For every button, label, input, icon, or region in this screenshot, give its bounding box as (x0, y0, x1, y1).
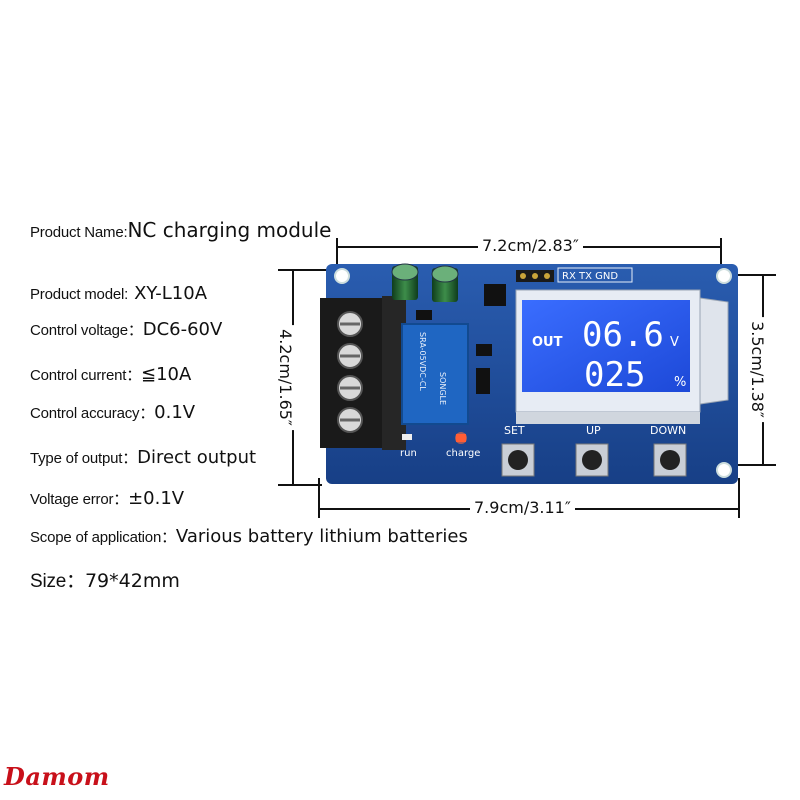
dim-right-label: 3.5cm/1.38″ (747, 317, 767, 422)
relay-icon: SRA-05VDC-CL SONGLE (401, 323, 469, 425)
spec-type-of-output: Type of output： Direct output (30, 447, 256, 468)
spec-label: Control accuracy： (30, 405, 155, 422)
spec-label: Product Name: (30, 224, 128, 241)
spec-value: XY-L10A (134, 283, 208, 304)
spec-label: Control voltage： (30, 322, 143, 339)
dim-top-tick-right (720, 238, 722, 272)
dim-top-tick-left (336, 238, 338, 272)
spec-label: Size： (30, 571, 85, 592)
spec-value: ≦10A (141, 364, 192, 385)
pin-header (516, 270, 554, 282)
spec-product-model: Product model: XY-L10A (30, 283, 207, 304)
spec-value: 0.1V (154, 402, 196, 423)
charging-module-board: SRA-05VDC-CL SONGLE RX TX GND OUT 06.6 V… (320, 263, 738, 484)
up-button[interactable] (575, 443, 609, 477)
led-charge-label: charge (446, 448, 480, 459)
spec-value: NC charging module (127, 218, 332, 242)
spec-product-name: Product Name: NC charging module (30, 218, 331, 242)
down-label: DOWN (650, 424, 686, 437)
dim-right-tick-bottom (738, 464, 776, 466)
set-label: SET (504, 424, 525, 437)
spec-value: Direct output (137, 447, 257, 468)
spec-value: 79*42mm (84, 570, 180, 592)
down-button[interactable] (653, 443, 687, 477)
watermark-brand: Damom (4, 762, 110, 791)
lcd-voltage-unit: V (670, 335, 679, 350)
lcd-display: OUT 06.6 V 025 % (515, 289, 729, 424)
mount-hole-icon (716, 268, 732, 284)
run-led-icon (402, 434, 412, 440)
spec-control-voltage: Control voltage： DC6-60V (30, 319, 222, 340)
spec-size: Size： 79*42mm (30, 566, 180, 593)
chip-icon (484, 284, 506, 306)
spec-label: Scope of application： (30, 529, 176, 546)
led-run-label: run (400, 448, 417, 459)
dim-bottom-tick-left (318, 478, 320, 518)
spec-value: DC6-60V (142, 319, 223, 340)
spec-value: Various battery lithium batteries (175, 526, 468, 547)
dim-right-tick-top (720, 274, 776, 276)
mount-hole-icon (716, 462, 732, 478)
set-button[interactable] (501, 443, 535, 477)
dim-bottom-tick-right (738, 478, 740, 518)
relay-brand: SONGLE (438, 372, 447, 405)
chip-icon (476, 344, 492, 356)
chip-icon (416, 310, 432, 320)
lcd-percent-unit: % (674, 375, 686, 390)
screw-terminal-block (320, 296, 406, 450)
chip-icon (476, 368, 490, 394)
spec-label: Product model: (30, 286, 129, 303)
relay-text: SRA-05VDC-CL (418, 332, 427, 391)
lcd-voltage: 06.6 (582, 315, 664, 355)
lcd-out-label: OUT (532, 335, 563, 350)
spec-value: ±0.1V (128, 488, 185, 509)
lcd-percent: 025 (584, 355, 645, 395)
spec-control-current: Control current： ≦10A (30, 364, 191, 385)
dim-left-label: 4.2cm/1.65″ (275, 325, 295, 430)
spec-voltage-error: Voltage error： ±0.1V (30, 488, 184, 509)
spec-scope-of-application: Scope of application： Various battery li… (30, 526, 468, 547)
up-label: UP (586, 424, 601, 437)
mount-hole-icon (334, 268, 350, 284)
spec-control-accuracy: Control accuracy： 0.1V (30, 402, 195, 423)
spec-label: Voltage error： (30, 491, 129, 508)
capacitor-icon (431, 265, 459, 302)
dim-left-tick-top (278, 269, 338, 271)
spec-label: Control current： (30, 367, 142, 384)
dim-left-tick-bottom (278, 484, 322, 486)
dim-top-label: 7.2cm/2.83″ (478, 236, 583, 255)
spec-label: Type of output： (30, 450, 138, 467)
capacitor-icon (391, 263, 419, 300)
header-label: RX TX GND (562, 271, 618, 282)
dim-bottom-label: 7.9cm/3.11″ (470, 498, 575, 517)
